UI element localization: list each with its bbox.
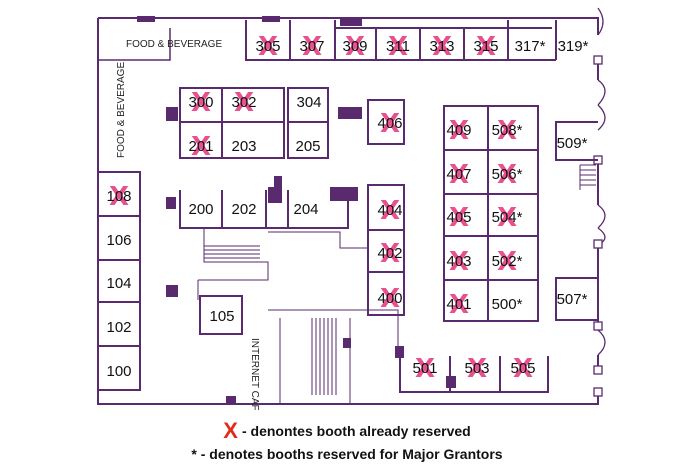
reserved-x-icon: X bbox=[223, 418, 238, 443]
booth-104[interactable]: 104 bbox=[106, 275, 131, 292]
reserved-x-mark-407: X bbox=[449, 160, 469, 190]
booth-300[interactable]: 300 bbox=[188, 94, 213, 111]
reserved-x-mark-504-star: X bbox=[497, 203, 517, 233]
food-beverage-left-label: FOOD & BEVERAGE bbox=[116, 62, 127, 158]
booth-202[interactable]: 202 bbox=[231, 201, 256, 218]
booth-105[interactable]: 105 bbox=[209, 308, 234, 325]
booth-401[interactable]: 401 bbox=[446, 296, 471, 313]
booth-403[interactable]: 403 bbox=[446, 253, 471, 270]
reserved-x-mark-502-star: X bbox=[497, 247, 517, 277]
reserved-x-mark-307: X bbox=[302, 32, 322, 62]
booth-501[interactable]: 501 bbox=[412, 360, 437, 377]
booth-200[interactable]: 200 bbox=[188, 201, 213, 218]
booth-203[interactable]: 203 bbox=[231, 138, 256, 155]
booth-100[interactable]: 100 bbox=[106, 363, 131, 380]
booth-319-star[interactable]: 319* bbox=[558, 38, 589, 55]
pillars bbox=[137, 16, 456, 404]
booth-313[interactable]: 313 bbox=[429, 38, 454, 55]
reserved-x-mark-503: X bbox=[467, 354, 487, 384]
booth-407[interactable]: 407 bbox=[446, 166, 471, 183]
food-left-area bbox=[98, 28, 171, 61]
booth-307[interactable]: 307 bbox=[299, 38, 324, 55]
reserved-x-mark-309: X bbox=[345, 32, 365, 62]
reserved-x-mark-403: X bbox=[449, 247, 469, 277]
reserved-x-mark-300: X bbox=[191, 88, 211, 118]
reserved-x-mark-302: X bbox=[234, 88, 254, 118]
booth-315[interactable]: 315 bbox=[473, 38, 498, 55]
booth-405[interactable]: 405 bbox=[446, 209, 471, 226]
booth-302[interactable]: 302 bbox=[231, 94, 256, 111]
booth-406[interactable]: 406 bbox=[377, 115, 402, 132]
reserved-x-mark-409: X bbox=[449, 116, 469, 146]
food-beverage-top-label: FOOD & BEVERAGE bbox=[126, 39, 222, 50]
legend-grantors-text: * - denotes booths reserved for Major Gr… bbox=[191, 446, 503, 462]
reserved-x-mark-505: X bbox=[513, 354, 533, 384]
reserved-x-mark-108: X bbox=[109, 182, 129, 212]
booth-404[interactable]: 404 bbox=[377, 202, 402, 219]
booth-305[interactable]: 305 bbox=[255, 38, 280, 55]
booth-205[interactable]: 205 bbox=[295, 138, 320, 155]
reserved-x-mark-305: X bbox=[258, 32, 278, 62]
booth-201[interactable]: 201 bbox=[188, 138, 213, 155]
booth-102[interactable]: 102 bbox=[106, 319, 131, 336]
booth-108[interactable]: 108 bbox=[106, 188, 131, 205]
booth-309[interactable]: 309 bbox=[342, 38, 367, 55]
booth-509-star[interactable]: 509* bbox=[557, 135, 588, 152]
reserved-x-mark-402: X bbox=[380, 239, 400, 269]
booth-402[interactable]: 402 bbox=[377, 245, 402, 262]
booth-507-star[interactable]: 507* bbox=[557, 291, 588, 308]
booth-204[interactable]: 204 bbox=[293, 201, 318, 218]
reserved-x-mark-501: X bbox=[415, 354, 435, 384]
reserved-x-mark-401: X bbox=[449, 290, 469, 320]
reserved-x-mark-506-star: X bbox=[497, 160, 517, 190]
reserved-x-mark-313: X bbox=[432, 32, 452, 62]
booth-409[interactable]: 409 bbox=[446, 122, 471, 139]
booth-304[interactable]: 304 bbox=[296, 94, 321, 111]
reserved-x-mark-400: X bbox=[380, 284, 400, 314]
booth-311[interactable]: 311 bbox=[386, 38, 410, 55]
booth-frames bbox=[98, 20, 598, 393]
reserved-x-mark-201: X bbox=[191, 132, 211, 162]
booth-503[interactable]: 503 bbox=[464, 360, 489, 377]
interior-lines bbox=[197, 164, 596, 404]
booth-500-star[interactable]: 500* bbox=[492, 296, 523, 313]
booth-506-star[interactable]: 506* bbox=[492, 166, 523, 183]
legend-reserved: X- denontes booth already reserved bbox=[0, 418, 694, 444]
booth-317-star[interactable]: 317* bbox=[515, 38, 546, 55]
internet-cafe-label: INTERNET CAFE bbox=[249, 338, 260, 410]
booth-505[interactable]: 505 bbox=[510, 360, 535, 377]
reserved-x-mark-508-star: X bbox=[497, 116, 517, 146]
booth-106[interactable]: 106 bbox=[106, 232, 131, 249]
reserved-x-mark-311: X bbox=[388, 32, 408, 62]
reserved-x-mark-405: X bbox=[449, 203, 469, 233]
legend-reserved-text: - denontes booth already reserved bbox=[241, 423, 471, 439]
booth-508-star[interactable]: 508* bbox=[492, 122, 523, 139]
legend-grantors: * - denotes booths reserved for Major Gr… bbox=[0, 446, 694, 462]
booth-504-star[interactable]: 504* bbox=[492, 209, 523, 226]
booth-400[interactable]: 400 bbox=[377, 290, 402, 307]
booth-502-star[interactable]: 502* bbox=[492, 253, 523, 270]
reserved-x-mark-404: X bbox=[380, 196, 400, 226]
floor-plan: FOOD & BEVERAGE FOOD & BEVERAGE INTERNET… bbox=[97, 7, 606, 410]
reserved-x-mark-406: X bbox=[380, 109, 400, 139]
reserved-x-mark-315: X bbox=[476, 32, 496, 62]
